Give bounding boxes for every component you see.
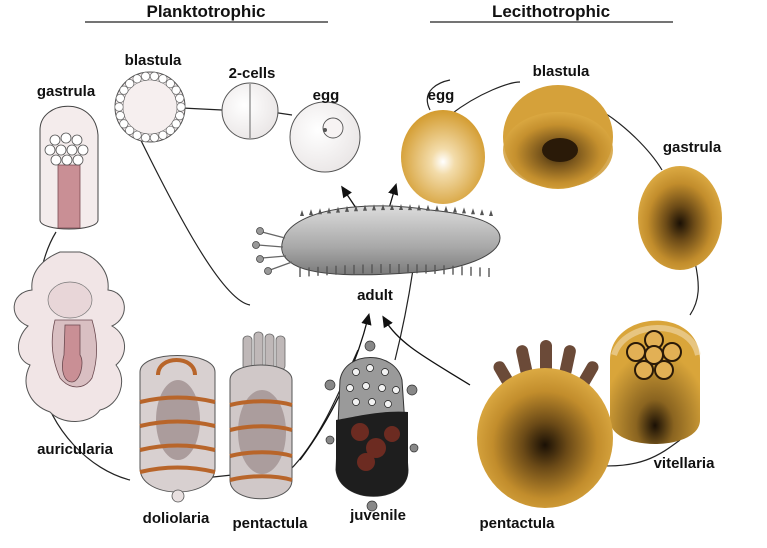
- blastula-cell: [149, 71, 159, 81]
- lecithotrophic-header: Lecithotrophic: [492, 2, 610, 21]
- plankto-pentactula-label: pentactula: [232, 515, 308, 532]
- adult-spine: [489, 210, 493, 216]
- plankto-egg-label: egg: [313, 87, 340, 104]
- blastula-cell: [119, 119, 129, 129]
- arrow-lecitho-pentactula-to-adult: [382, 315, 471, 386]
- adult-spine: [444, 205, 448, 212]
- blastula-cell: [114, 102, 124, 112]
- blastula-cell: [158, 130, 168, 140]
- lecitho-egg-label: egg: [428, 87, 455, 104]
- lecitho-blastula-illustration: [503, 85, 613, 189]
- blastula-cell: [132, 74, 142, 84]
- plankto-blastula-label: blastula: [125, 52, 182, 69]
- blastula-cell: [119, 85, 129, 95]
- lecitho-pentactula-label: pentactula: [479, 515, 555, 532]
- adult-spine: [408, 204, 412, 211]
- plankto-two-cells-label: 2-cells: [229, 65, 276, 82]
- plankto-two-cells-illustration: [221, 82, 279, 140]
- lecitho-egg-illustration: [401, 110, 485, 204]
- lecitho-vitellaria-label: vitellaria: [654, 455, 716, 472]
- plankto-pentactula-illustration: [229, 331, 293, 500]
- adult-spine: [435, 205, 439, 212]
- blastula-cell: [171, 85, 181, 95]
- adult-spine: [462, 207, 466, 214]
- plankto-juvenile-label: juvenile: [349, 507, 406, 524]
- blastula-cell: [175, 111, 185, 121]
- lecitho-pentactula-illustration: [477, 340, 613, 508]
- arrow-adult-to-plankto-egg: [341, 185, 357, 209]
- plankto-doliolaria-label: doliolaria: [143, 510, 210, 527]
- adult-spine: [363, 204, 367, 211]
- planktotrophic-header: Planktotrophic: [146, 2, 265, 21]
- plankto-gastrula-label: gastrula: [37, 83, 96, 100]
- adult-spine: [300, 210, 304, 216]
- adult-label: adult: [357, 287, 393, 304]
- blastula-cell: [165, 79, 175, 89]
- blastula-cell: [125, 125, 135, 135]
- adult-spine: [453, 206, 457, 213]
- blastula-cell: [141, 71, 151, 81]
- blastula-cell: [165, 125, 175, 135]
- adult-spine: [390, 204, 394, 211]
- plankto-doliolaria-illustration: [139, 355, 216, 503]
- adult-spine: [336, 206, 340, 213]
- adult-spine: [327, 207, 331, 214]
- lecithotrophic-cycle-line: [426, 79, 699, 467]
- adult-spine: [480, 209, 484, 216]
- blastula-cell: [115, 111, 125, 121]
- blastula-cell: [125, 79, 135, 89]
- blastula-cell: [132, 130, 142, 140]
- adult-sea-cucumber-illustration: [252, 204, 501, 277]
- plankto-gastrula-illustration: [39, 105, 99, 230]
- lecitho-gastrula-label: gastrula: [663, 139, 722, 156]
- adult-spine: [399, 204, 403, 211]
- adult-spine: [372, 204, 376, 211]
- blastula-cell: [171, 119, 181, 129]
- plankto-auricularia-label: auricularia: [37, 441, 114, 458]
- adult-spine: [345, 205, 349, 212]
- adult-spine: [417, 204, 421, 211]
- blastula-cell: [141, 133, 151, 143]
- lecitho-gastrula-illustration: [638, 166, 722, 270]
- adult-spine: [354, 205, 358, 212]
- blastula-cell: [175, 93, 185, 103]
- blastula-cell: [115, 93, 125, 103]
- plankto-juvenile-illustration: [324, 340, 419, 512]
- plankto-auricularia-illustration: [13, 251, 125, 422]
- lecitho-blastula-label: blastula: [533, 63, 590, 80]
- blastula-cell: [149, 133, 159, 143]
- plankto-blastula-illustration: [114, 71, 186, 143]
- adult-spine: [318, 208, 322, 215]
- blastula-cell: [158, 74, 168, 84]
- adult-spine: [381, 204, 385, 211]
- adult-spine: [471, 208, 475, 215]
- plankto-egg-illustration: [289, 101, 361, 173]
- adult-spine: [426, 204, 430, 211]
- lecitho-vitellaria-illustration: [610, 320, 701, 444]
- adult-spine: [309, 209, 313, 216]
- blastula-cell: [176, 102, 186, 112]
